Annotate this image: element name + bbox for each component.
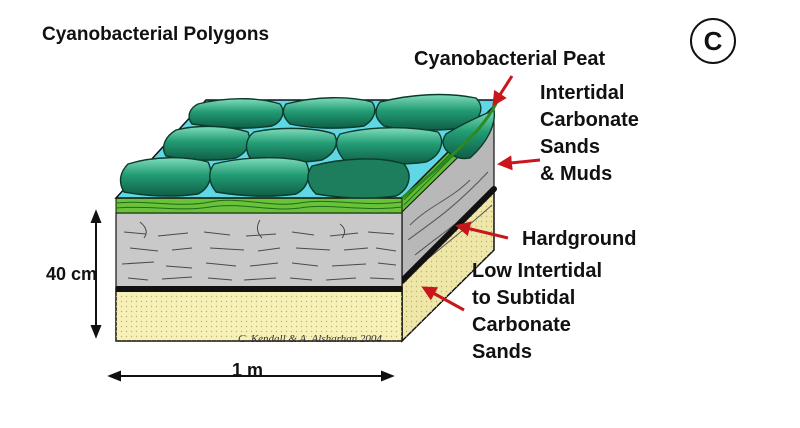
low-intertidal-arrow [421,286,465,312]
polygon [162,125,251,161]
polygon [209,157,310,197]
label-line: Carbonate [472,314,571,336]
polygon [282,97,376,129]
peat-edge [401,99,500,200]
hardground-arrow [455,221,509,240]
polygon [307,158,410,199]
label-line: Low Intertidal [472,260,602,282]
label-line: Sands [540,136,601,158]
callout-arrows [421,75,541,312]
sands-arrow [497,155,541,171]
polygon [119,157,212,197]
peat-arrow [492,75,514,107]
diagram-title: Cyanobacterial Polygons [42,24,270,45]
block-front-face [115,197,403,342]
label-hardground: Hardground [522,228,637,250]
polygon [442,108,495,160]
credit-text: C. Kendall & A. Alsharhan 2004 [238,333,382,345]
polygon [335,127,443,165]
label-line: & Muds [540,163,613,185]
front-mat-layer [115,197,403,214]
side-hardground [399,186,497,284]
panel-badge: C [690,18,736,64]
label-line: Sands [472,341,533,363]
polygon [245,127,338,163]
label-cyanobacterial-peat: Cyanobacterial Peat [414,48,606,70]
polygon [188,98,284,129]
height-dimension-label: 40 cm [46,264,98,284]
cyanobacterial-polygons [119,93,495,199]
label-line: to Subtidal [472,287,576,309]
label-line: Carbonate [540,109,639,131]
label-intertidal-sands: Intertidal Carbonate Sands & Muds [540,80,639,188]
width-dimension-label: 1 m [232,360,264,380]
label-low-intertidal: Low Intertidal to Subtidal Carbonate San… [472,258,602,366]
label-line: Intertidal [540,82,625,104]
